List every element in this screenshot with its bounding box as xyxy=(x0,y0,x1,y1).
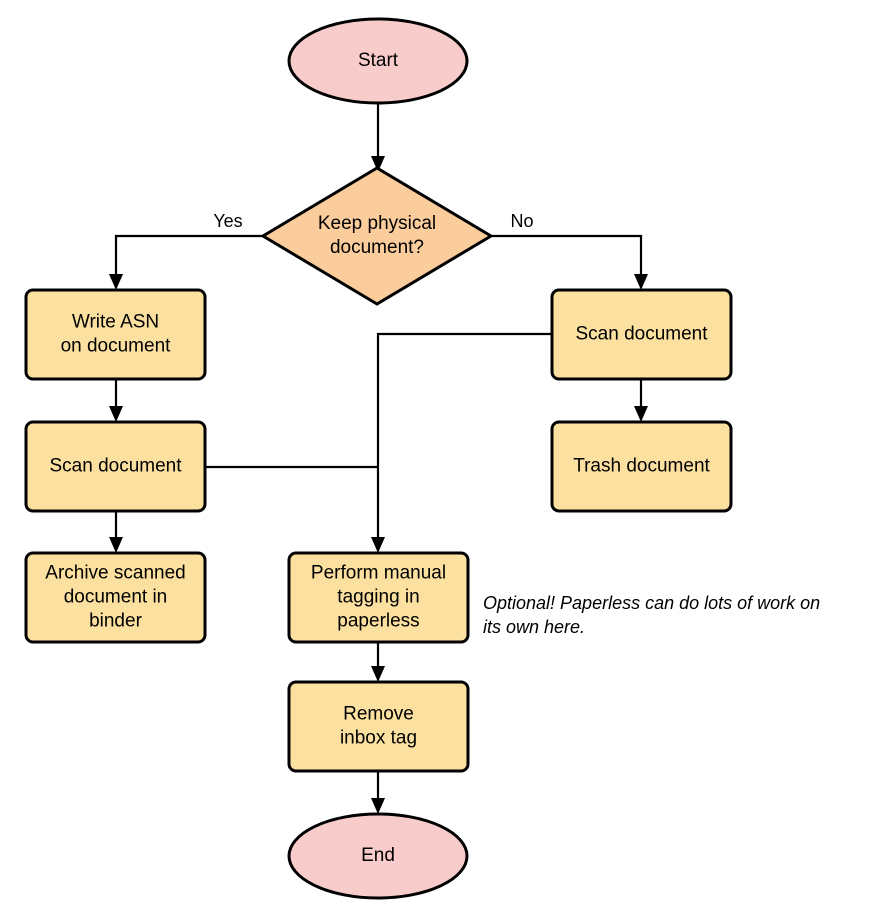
text-line: document in xyxy=(64,587,168,608)
process-shape xyxy=(24,551,207,644)
annotation-line: Optional! Paperless can do lots of work … xyxy=(483,593,820,613)
text-line: Remove xyxy=(343,704,414,725)
edge-remove-tag-to-end xyxy=(371,771,385,814)
text-line: Keep physical xyxy=(318,213,436,234)
text-line: on document xyxy=(61,336,172,357)
arrowhead-icon xyxy=(634,406,648,422)
edge-label-yes: Yes xyxy=(213,211,242,231)
annotation-line: its own here. xyxy=(483,617,585,637)
text-line: Scan document xyxy=(575,324,708,345)
arrowhead-icon xyxy=(371,798,385,814)
node-manual-tagging[interactable]: Perform manual tagging in paperless xyxy=(287,551,470,644)
edges-layer: Yes No xyxy=(109,103,648,814)
text-line: Trash document xyxy=(573,456,710,477)
edge-write-asn-to-scan-left xyxy=(109,379,123,422)
annotations-layer: Optional! Paperless can do lots of work … xyxy=(483,593,820,637)
edge-path xyxy=(376,332,552,547)
text-line: inbox tag xyxy=(340,728,417,749)
edge-start-to-decision xyxy=(371,103,385,172)
edge-tagging-to-remove-tag xyxy=(371,642,385,682)
node-scan-document-left[interactable]: Scan document xyxy=(24,420,207,513)
process-shape xyxy=(550,420,733,513)
node-keep-physical[interactable]: Keep physical document? xyxy=(260,166,494,306)
text-line: End xyxy=(361,845,395,866)
node-end[interactable]: End xyxy=(287,812,469,900)
arrowhead-icon xyxy=(634,274,648,290)
arrowhead-icon xyxy=(109,537,123,553)
edge-scan-right-to-tagging xyxy=(371,332,552,553)
node-trash-document[interactable]: Trash document xyxy=(550,420,733,513)
process-shape xyxy=(24,288,207,381)
text-line: Start xyxy=(358,50,399,71)
arrowhead-icon xyxy=(109,274,123,290)
decision-shape xyxy=(260,166,494,306)
text-line: Archive scanned xyxy=(45,563,185,584)
text-line: Perform manual xyxy=(311,563,446,584)
arrowhead-icon xyxy=(109,406,123,422)
node-start[interactable]: Start xyxy=(287,17,469,105)
arrowhead-icon xyxy=(371,666,385,682)
text-line: document? xyxy=(330,237,424,258)
text-line: paperless xyxy=(337,611,419,632)
edge-scan-left-to-archive xyxy=(109,511,123,553)
annotation-optional-note: Optional! Paperless can do lots of work … xyxy=(483,593,820,637)
edge-label-no: No xyxy=(510,211,533,231)
node-remove-inbox-tag[interactable]: Remove inbox tag xyxy=(287,680,470,773)
arrowhead-icon xyxy=(371,537,385,553)
process-shape xyxy=(287,551,470,644)
node-archive-binder[interactable]: Archive scanned document in binder xyxy=(24,551,207,644)
edge-scan-right-to-trash xyxy=(634,379,648,422)
edge-path xyxy=(114,234,263,284)
edge-path xyxy=(491,234,643,284)
node-scan-document-right[interactable]: Scan document xyxy=(550,288,733,381)
process-shape xyxy=(550,288,733,381)
text-line: binder xyxy=(89,611,142,632)
terminator-shape xyxy=(287,17,469,105)
text-line: tagging in xyxy=(337,587,419,608)
process-shape xyxy=(287,680,470,773)
arrowhead-icon xyxy=(371,156,385,172)
process-shape xyxy=(24,420,207,513)
text-line: Scan document xyxy=(49,456,182,477)
terminator-shape xyxy=(287,812,469,900)
edge-decision-no: No xyxy=(491,211,648,290)
text-line: Write ASN xyxy=(72,312,159,333)
node-write-asn[interactable]: Write ASN on document xyxy=(24,288,207,381)
edge-decision-yes: Yes xyxy=(109,211,263,290)
